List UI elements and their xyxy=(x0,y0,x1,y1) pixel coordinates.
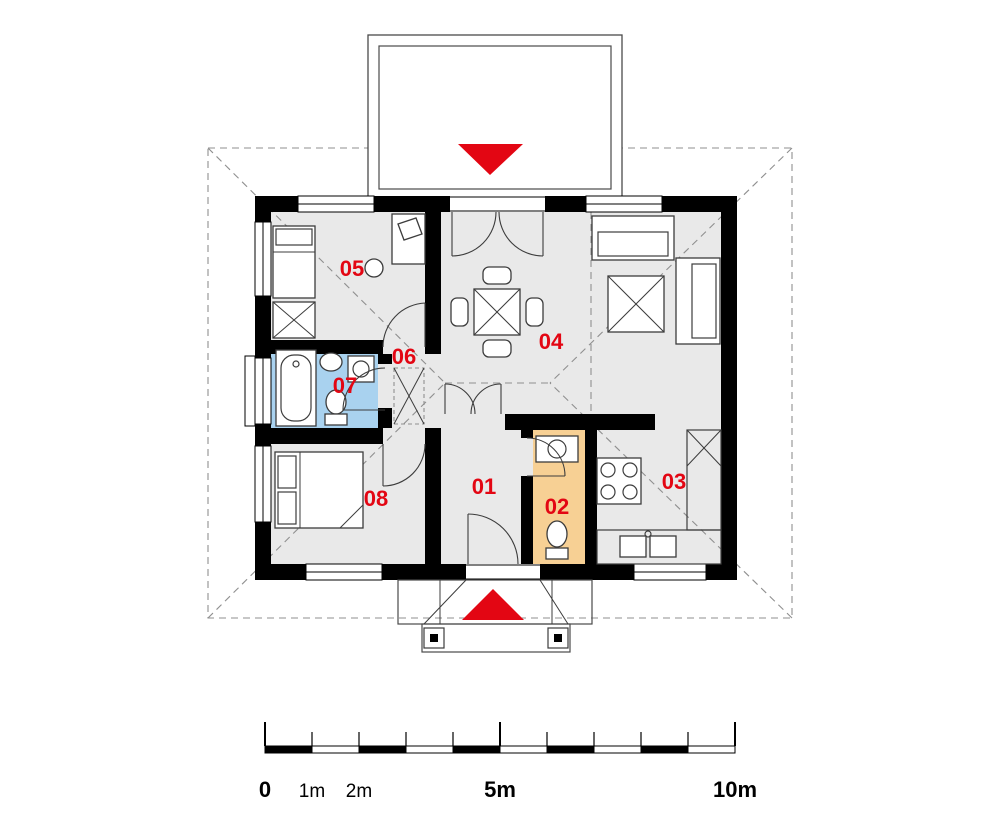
washing-machine-icon xyxy=(347,355,375,383)
room-07-furniture xyxy=(275,349,375,427)
sofa-icon xyxy=(591,215,675,261)
wardrobe-icon xyxy=(393,367,425,425)
scale-label-2m: 2m xyxy=(346,781,372,802)
room-label-08: 08 xyxy=(364,486,388,511)
terrace-door-opening xyxy=(450,196,545,212)
room-label-06: 06 xyxy=(392,344,416,369)
pillow-icon xyxy=(275,228,313,246)
terrace xyxy=(367,34,623,201)
entrance-porch xyxy=(397,579,593,653)
scale-label-10m: 10m xyxy=(713,777,757,802)
room-03-furniture xyxy=(596,429,722,565)
room-labels: 01 02 03 04 05 06 07 08 xyxy=(333,256,686,519)
room-label-01: 01 xyxy=(472,474,496,499)
windows xyxy=(244,195,707,581)
terrace-inner-edge xyxy=(378,45,612,190)
room-label-07: 07 xyxy=(333,373,357,398)
porch-post-icon xyxy=(547,627,569,649)
room-04-furniture xyxy=(450,215,721,358)
scale-label-0: 0 xyxy=(259,777,271,802)
sofa-icon xyxy=(675,257,721,345)
terrace-outer-edge xyxy=(367,34,623,201)
scale-label-5m: 5m xyxy=(484,777,516,802)
entrance-arrow-top-icon xyxy=(458,144,523,175)
porch-post-icon xyxy=(423,627,445,649)
kitchen-counter-icon xyxy=(596,529,722,565)
room-06-furniture xyxy=(393,367,425,425)
window-sill xyxy=(244,355,256,427)
scale-ticks xyxy=(264,722,736,746)
entrance-door-opening xyxy=(466,564,540,580)
bed-icon xyxy=(272,225,316,299)
room-label-03: 03 xyxy=(662,469,686,494)
dining-chair-icon xyxy=(525,297,544,327)
porch-lower-step xyxy=(421,623,571,653)
room-02-furniture xyxy=(535,435,579,560)
kitchen-sink-icon xyxy=(619,535,647,558)
room-08-furniture xyxy=(274,451,364,529)
pillow-icon xyxy=(277,455,297,489)
kitchen-sink-icon xyxy=(649,535,677,558)
kitchen-counter-icon xyxy=(686,429,722,531)
stove-icon xyxy=(596,457,642,505)
entrance-arrow-bottom-icon xyxy=(462,589,524,620)
double-bed-icon xyxy=(274,451,364,529)
dining-chair-icon xyxy=(482,266,512,285)
desk-chair-icon xyxy=(397,217,423,241)
room-label-04: 04 xyxy=(539,329,564,354)
room-label-02: 02 xyxy=(545,494,569,519)
toilet-icon xyxy=(546,520,568,548)
room-label-05: 05 xyxy=(340,256,364,281)
washbasin-icon xyxy=(319,352,343,372)
room-05-furniture xyxy=(272,213,426,339)
dining-chair-icon xyxy=(482,339,512,358)
stool-icon xyxy=(364,258,384,278)
scale-bar: 0 1m 2m 5m 10m xyxy=(259,722,757,802)
doors xyxy=(342,211,566,565)
scale-label-1m: 1m xyxy=(299,781,325,802)
dining-chair-icon xyxy=(450,297,469,327)
pillow-icon xyxy=(277,491,297,525)
